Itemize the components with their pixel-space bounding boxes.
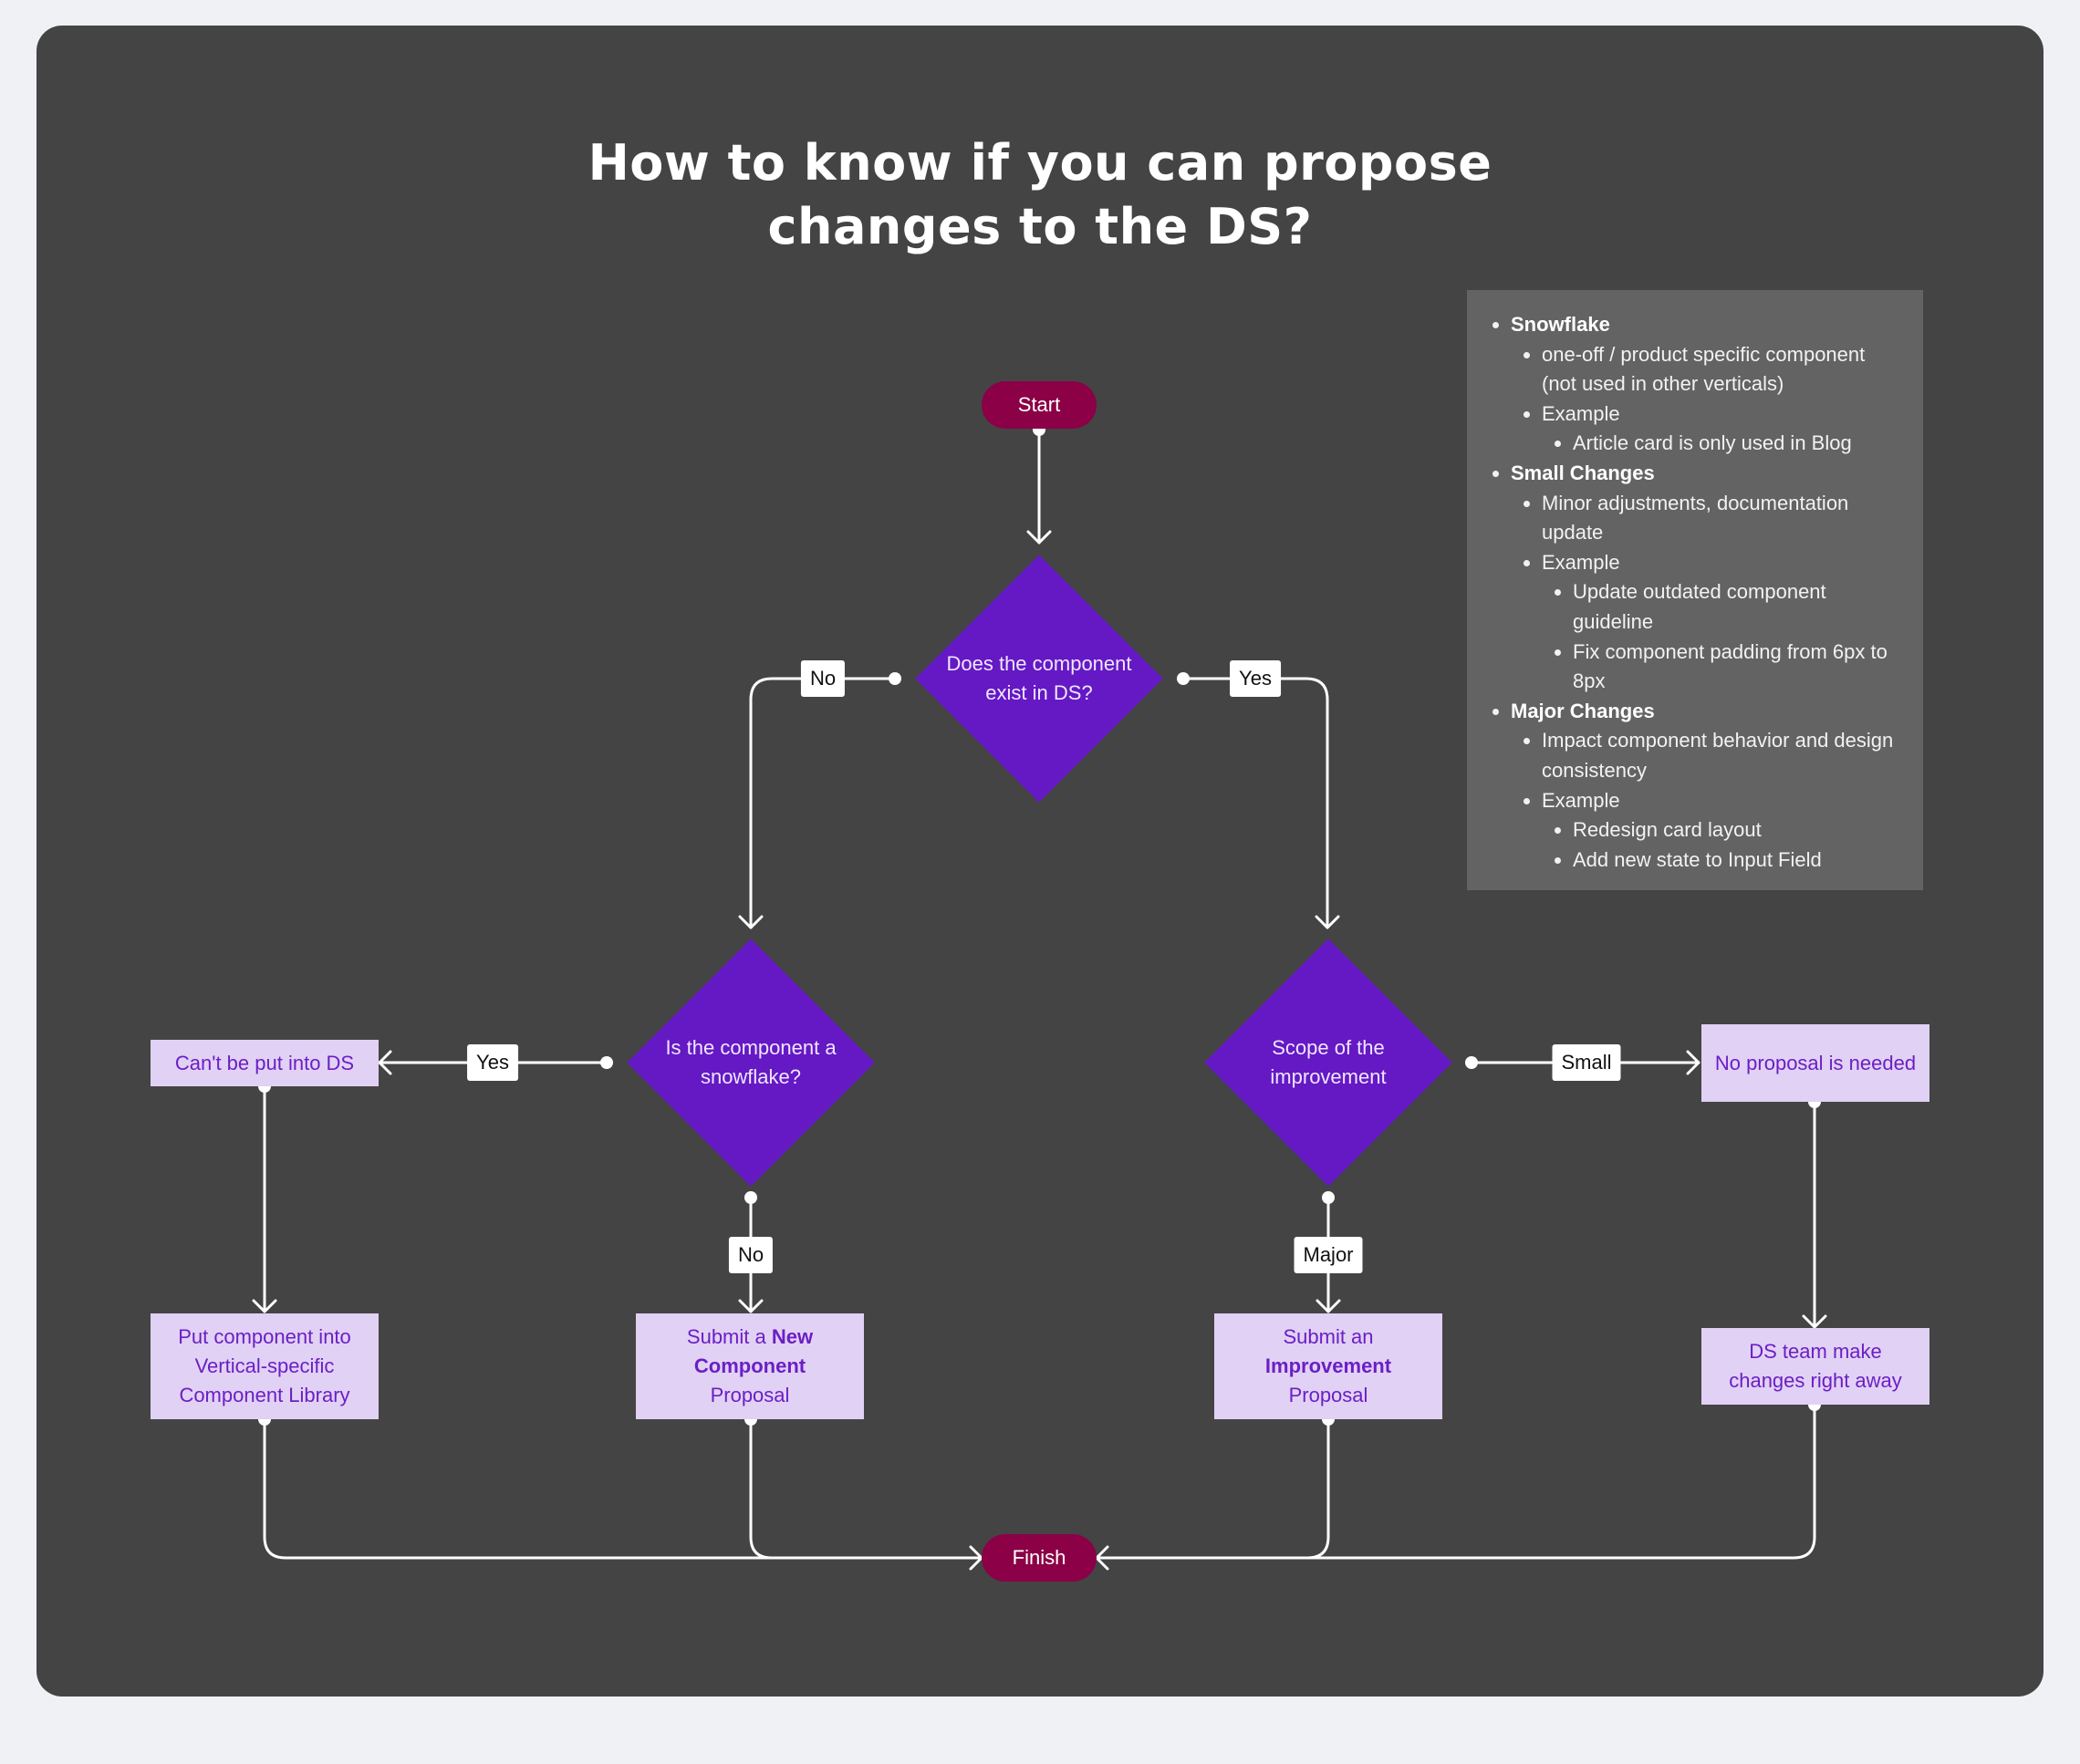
finish-label: Finish <box>1012 1546 1066 1569</box>
submit-new-pre: Submit a <box>686 1325 772 1348</box>
example-item: Redesign card layout <box>1573 815 1905 846</box>
edge-label-snowflake-no: No <box>728 1237 774 1273</box>
example-item: Add new state to Input Field <box>1573 846 1905 876</box>
definitions-panel: Snowflake one-off / product specific com… <box>1467 290 1923 890</box>
title-line-1: How to know if you can propose <box>588 134 1492 192</box>
connector-dot <box>889 672 901 685</box>
definition-detail: Example Redesign card layout Add new sta… <box>1542 786 1905 876</box>
connector-dot <box>1177 672 1190 685</box>
example-item: Article card is only used in Blog <box>1573 429 1905 459</box>
process-put-vertical-label: Put component into Vertical-specific Com… <box>178 1325 351 1406</box>
arrowhead <box>1095 1545 1109 1571</box>
example-heading: Example <box>1542 550 1620 574</box>
edge-label-exists-no: No <box>800 660 846 697</box>
arrowhead <box>378 1050 392 1075</box>
process-cant-put-into-ds: Can't be put into DS <box>151 1040 379 1086</box>
connector-exists-yes <box>1181 677 1329 929</box>
connector-new-to-finish <box>749 1417 774 1560</box>
definition-detail: Minor adjustments, documentation update <box>1542 489 1905 548</box>
connector-dot <box>600 1056 613 1069</box>
process-submit-improvement-label: Submit an Improvement Proposal <box>1265 1323 1391 1410</box>
process-ds-team-changes: DS team make changes right away <box>1701 1328 1929 1405</box>
edge-label-scope-major: Major <box>1294 1237 1363 1273</box>
connector-exists-no <box>749 677 897 929</box>
example-item: Update outdated component guideline <box>1573 577 1905 637</box>
process-cant-put-label: Can't be put into DS <box>174 1051 355 1074</box>
start-label: Start <box>1017 393 1061 416</box>
definition-heading: Small Changes <box>1511 461 1655 484</box>
definition-detail: Example Update outdated component guidel… <box>1542 548 1905 697</box>
arrowhead <box>738 915 764 929</box>
definitions-list: Snowflake one-off / product specific com… <box>1485 310 1905 875</box>
arrowhead <box>1315 915 1340 929</box>
arrowhead <box>738 1299 764 1313</box>
decision-scope-label: Scope of the improvement <box>1270 1036 1387 1088</box>
definition-detail: one-off / product specific component (no… <box>1542 340 1905 399</box>
definition-item: Small Changes Minor adjustments, documen… <box>1511 459 1905 697</box>
connector-dot <box>1322 1191 1335 1204</box>
submit-improvement-bold: Improvement <box>1264 1354 1392 1377</box>
start-node: Start <box>982 381 1097 429</box>
connector-dsteam-to-finish <box>1095 1403 1816 1560</box>
edge-label-snowflake-yes: Yes <box>467 1044 518 1081</box>
process-submit-new-label: Submit a New Component Proposal <box>643 1323 857 1410</box>
connector-vertical-to-finish <box>263 1417 983 1560</box>
example-item: Fix component padding from 6px to 8px <box>1573 638 1905 697</box>
submit-improvement-post: Proposal <box>1288 1384 1368 1406</box>
submit-new-post: Proposal <box>710 1384 790 1406</box>
connector-dot <box>744 1191 757 1204</box>
definition-detail: Example Article card is only used in Blo… <box>1542 399 1905 459</box>
definition-item: Snowflake one-off / product specific com… <box>1511 310 1905 459</box>
edge-label-scope-small: Small <box>1552 1044 1621 1081</box>
example-heading: Example <box>1542 401 1620 425</box>
edge-label-exists-yes: Yes <box>1230 660 1281 697</box>
definition-detail: Impact component behavior and design con… <box>1542 726 1905 785</box>
process-submit-new-component: Submit a New Component Proposal <box>636 1313 864 1419</box>
arrowhead <box>1802 1314 1827 1329</box>
process-no-proposal: No proposal is needed <box>1701 1024 1929 1102</box>
decision-snowflake-label: Is the component a snowflake? <box>665 1036 837 1088</box>
definition-heading: Snowflake <box>1511 313 1610 336</box>
arrowhead <box>1026 530 1052 545</box>
process-ds-team-label: DS team make changes right away <box>1729 1340 1902 1392</box>
example-heading: Example <box>1542 788 1620 812</box>
finish-node: Finish <box>982 1534 1097 1582</box>
arrowhead <box>1316 1299 1341 1313</box>
definition-heading: Major Changes <box>1511 699 1655 722</box>
process-put-vertical-library: Put component into Vertical-specific Com… <box>151 1313 379 1419</box>
connector-improvement-to-finish <box>1305 1417 1330 1560</box>
arrowhead <box>252 1299 277 1313</box>
definition-item: Major Changes Impact component behavior … <box>1511 697 1905 876</box>
submit-improvement-pre: Submit an <box>1283 1325 1374 1348</box>
connector-dot <box>1465 1056 1478 1069</box>
decision-exists-label: Does the component exist in DS? <box>946 652 1132 704</box>
page-title: How to know if you can propose changes t… <box>511 131 1569 259</box>
title-line-2: changes to the DS? <box>767 198 1313 255</box>
arrowhead <box>1686 1050 1700 1075</box>
submit-new-bold: New Component <box>693 1325 814 1377</box>
process-submit-improvement: Submit an Improvement Proposal <box>1214 1313 1442 1419</box>
process-no-proposal-label: No proposal is needed <box>1714 1051 1917 1074</box>
